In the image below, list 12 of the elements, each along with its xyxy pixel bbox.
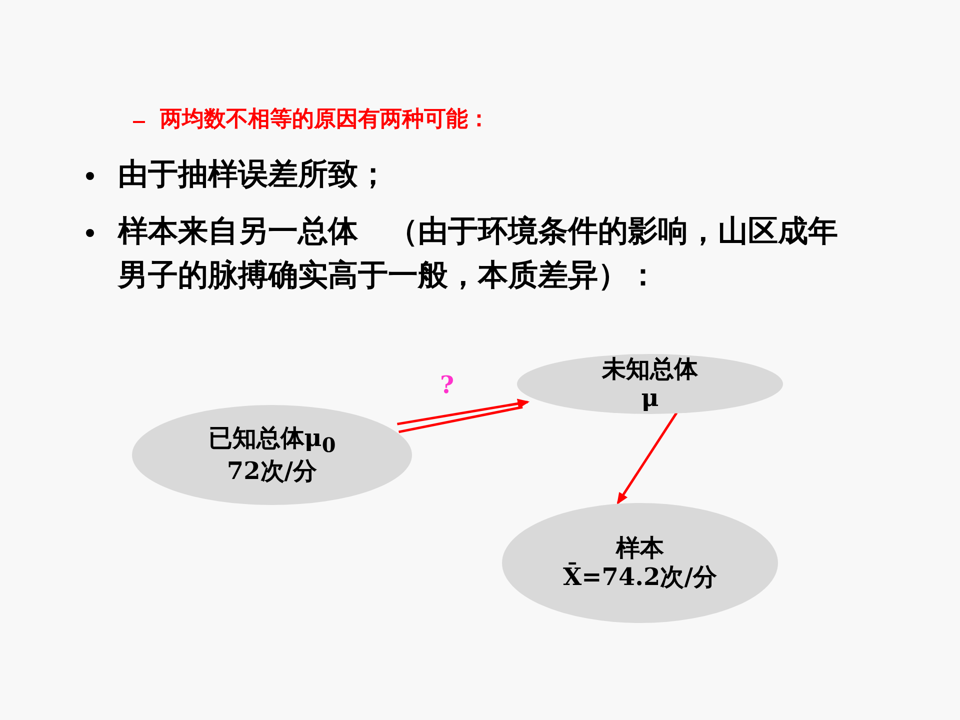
bullet-text: 样本来自另一总体 （由于环境条件的影响，山区成年男子的脉搏确实高于一般，本质差异）： (118, 213, 839, 294)
node-text: μ (641, 384, 659, 413)
bullet-text: 两均数不相等的原因有两种可能： (160, 106, 491, 134)
node-text: 已知总体μ$_{0}$ (208, 424, 336, 457)
node-text: 72次/分 (226, 457, 318, 486)
bullet-text: 由于抽样误差所致； (118, 156, 389, 194)
node-text: X̄=74.2次/分 (563, 563, 717, 592)
node-text: 样本 (616, 534, 664, 562)
node-text: 未知总体 (602, 355, 698, 384)
arrow (396, 398, 530, 434)
edge-label: ? (440, 370, 454, 399)
arrow (616, 412, 678, 505)
